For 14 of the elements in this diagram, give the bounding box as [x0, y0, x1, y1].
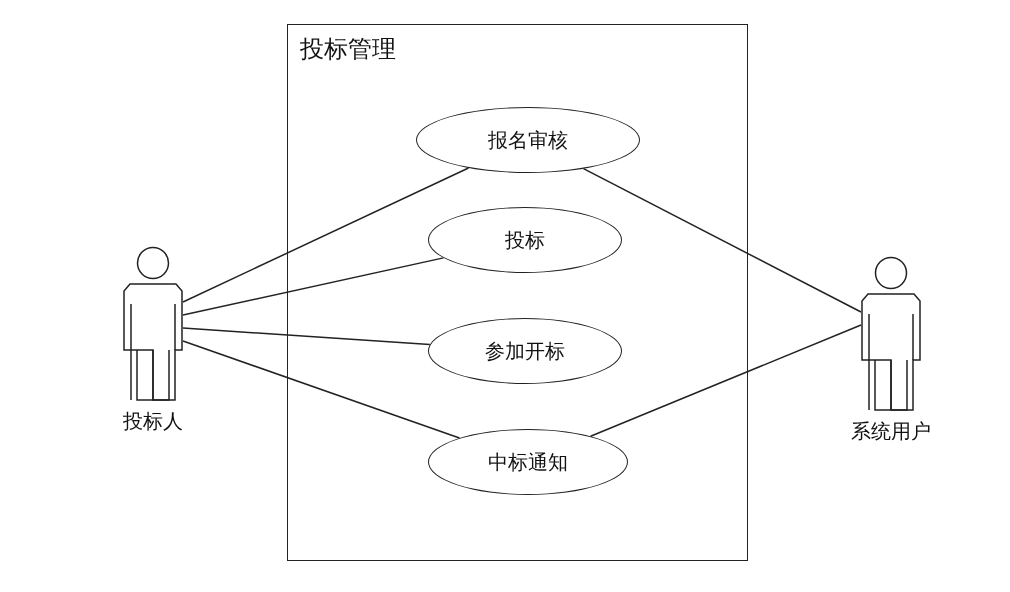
use-case-ellipse: 报名审核 — [416, 107, 640, 173]
association-line — [182, 257, 445, 316]
use-case-ellipse: 中标通知 — [428, 429, 628, 495]
actor-label: 投标人 — [123, 409, 183, 433]
use-case-ellipse: 投标 — [428, 207, 622, 273]
association-line — [182, 327, 431, 346]
actor-label: 系统用户 — [851, 419, 931, 443]
use-case-ellipse: 参加开标 — [428, 318, 622, 384]
boundary-title: 投标管理 — [300, 34, 396, 65]
association-line — [182, 167, 470, 303]
association-line — [582, 167, 862, 313]
system-boundary — [287, 24, 748, 561]
association-line — [589, 324, 862, 437]
association-line — [182, 340, 461, 439]
